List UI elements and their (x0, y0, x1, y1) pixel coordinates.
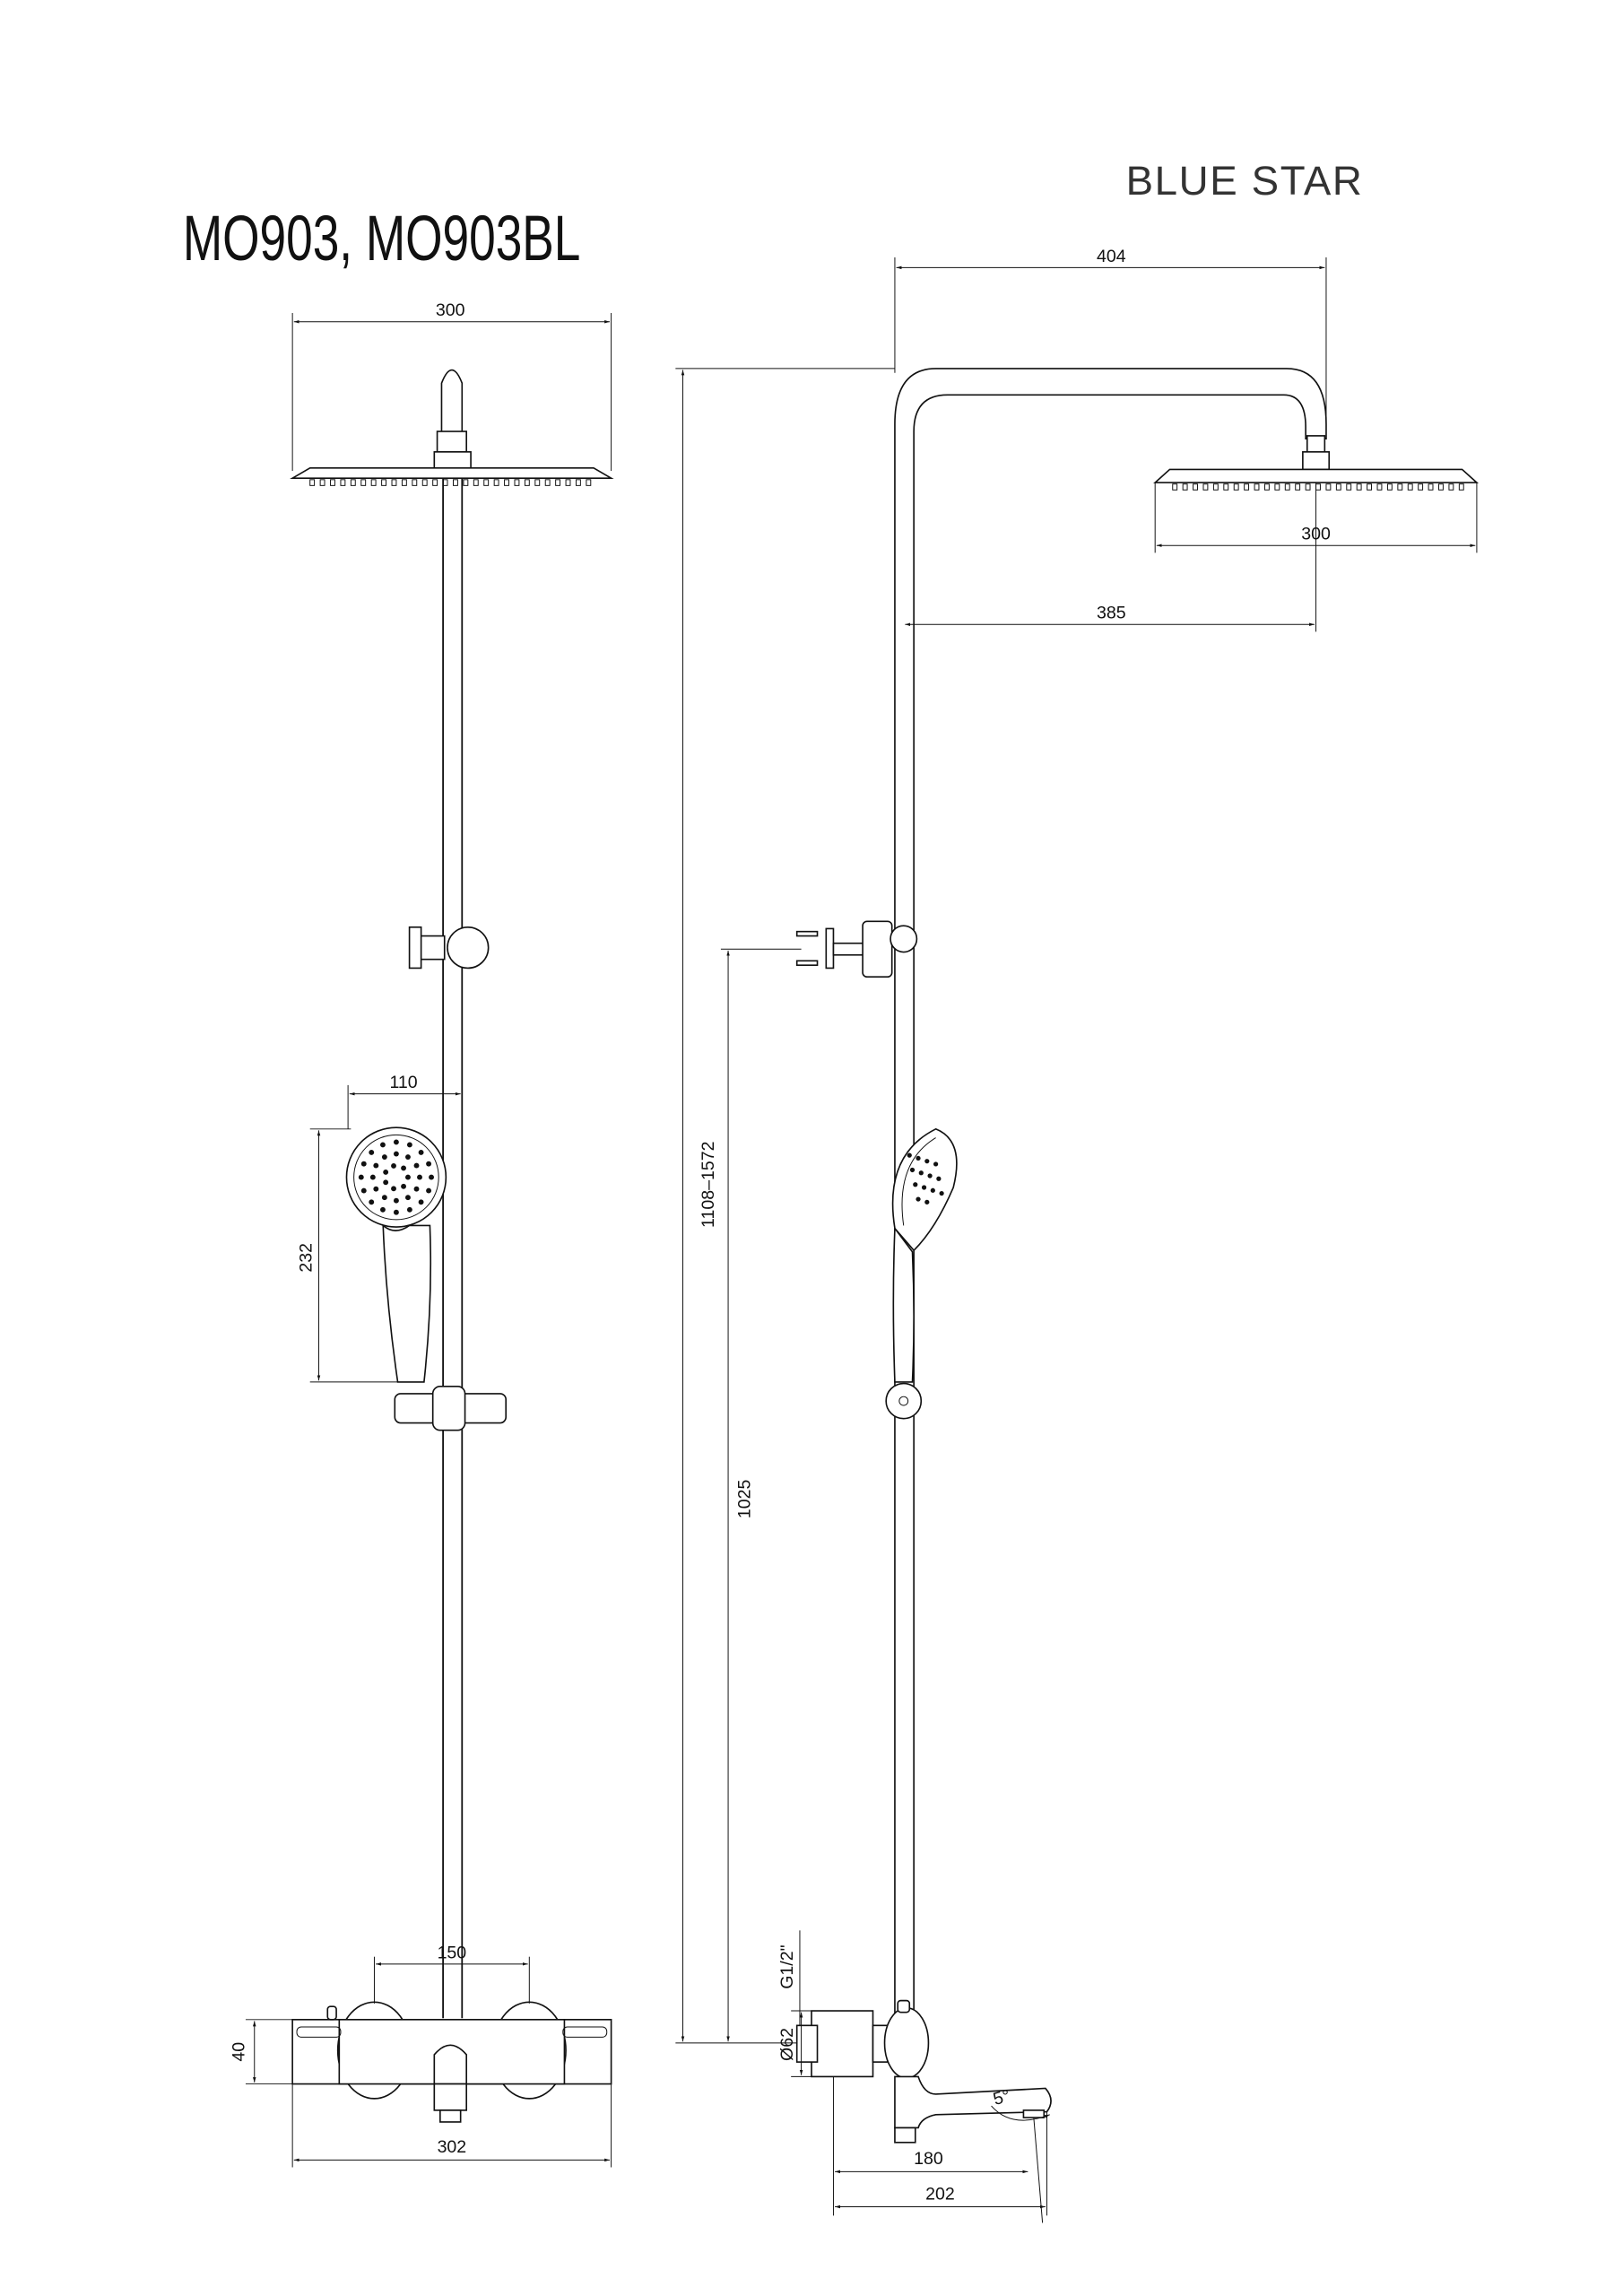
dim-arm-reach-total: 404 (1097, 247, 1126, 266)
front-view: 300 110 232 (229, 300, 614, 2168)
dim-handshower-height: 232 (296, 1243, 316, 1273)
wall-bracket (447, 926, 490, 970)
rain-shower-head-side (1153, 468, 1480, 483)
control-knob-side (883, 2006, 930, 2079)
side-view: 404 300 385 1108–1572 1025 (675, 247, 1480, 2223)
overhead-shower-arm (894, 368, 1327, 2020)
dim-spout-angle: 5° (991, 2086, 1012, 2109)
dim-height-range: 1108–1572 (699, 1142, 718, 1228)
page-title: MO903, MO903BL (183, 203, 581, 274)
slide-holder-side (885, 1382, 923, 1420)
hand-shower-nozzles (358, 1139, 434, 1215)
nozzles (309, 479, 592, 486)
dim-knob-spacing: 150 (438, 1943, 467, 1962)
dim-thread: G1/2" (777, 1944, 797, 1988)
dim-handshower-width: 110 (389, 1073, 417, 1092)
dim-arm-reach-center: 385 (1097, 604, 1126, 623)
hand-shower-handle (382, 1223, 432, 1383)
wall-bracket-side (862, 920, 893, 978)
screw (795, 930, 819, 937)
bath-spout (894, 2075, 1052, 2129)
dim-mixer-height: 40 (229, 2042, 248, 2062)
rain-shower-head (290, 466, 614, 480)
dim-spout-reach: 180 (914, 2149, 943, 2169)
dim-head-width: 300 (436, 300, 465, 320)
brand-logo: BLUE STAR (1126, 158, 1364, 204)
mixer-outlet (433, 2044, 467, 2085)
dim-spout-total: 202 (925, 2184, 955, 2204)
inlet-thread (795, 2024, 819, 2063)
dim-bracket-height: 1025 (735, 1479, 755, 1518)
dim-flange-diameter: Ø62 (777, 2028, 797, 2061)
shower-arm (440, 369, 464, 434)
dim-mixer-width: 302 (438, 2137, 467, 2157)
wall-flange (811, 2010, 874, 2078)
